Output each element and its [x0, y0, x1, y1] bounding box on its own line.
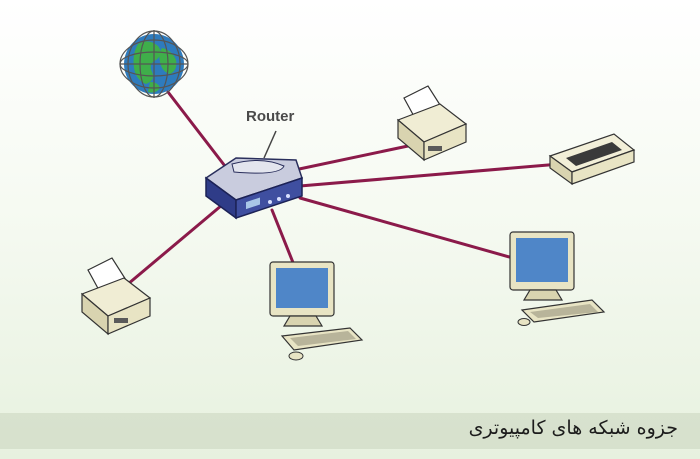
right-computer-icon [509, 231, 606, 326]
link-router-right-computer [298, 196, 522, 262]
scanner-icon [548, 133, 636, 186]
router-callout-line [263, 130, 277, 159]
link-globe-router [166, 90, 230, 172]
link-router-left-printer [126, 198, 230, 286]
router-label: Router [246, 108, 295, 125]
link-router-left-computer [270, 208, 298, 272]
caption-bar: جزوه شبکه های کامپیوتری [0, 413, 700, 449]
link-router-scanner [298, 162, 562, 188]
left-printer-icon [80, 257, 152, 336]
link-router-top-printer [283, 144, 410, 174]
router-icon [204, 157, 303, 220]
internet-globe-icon [119, 30, 189, 98]
left-computer-icon [269, 261, 364, 361]
caption-text: جزوه شبکه های کامپیوتری [468, 417, 678, 439]
top-printer-icon [396, 85, 468, 162]
network-links [126, 90, 562, 286]
